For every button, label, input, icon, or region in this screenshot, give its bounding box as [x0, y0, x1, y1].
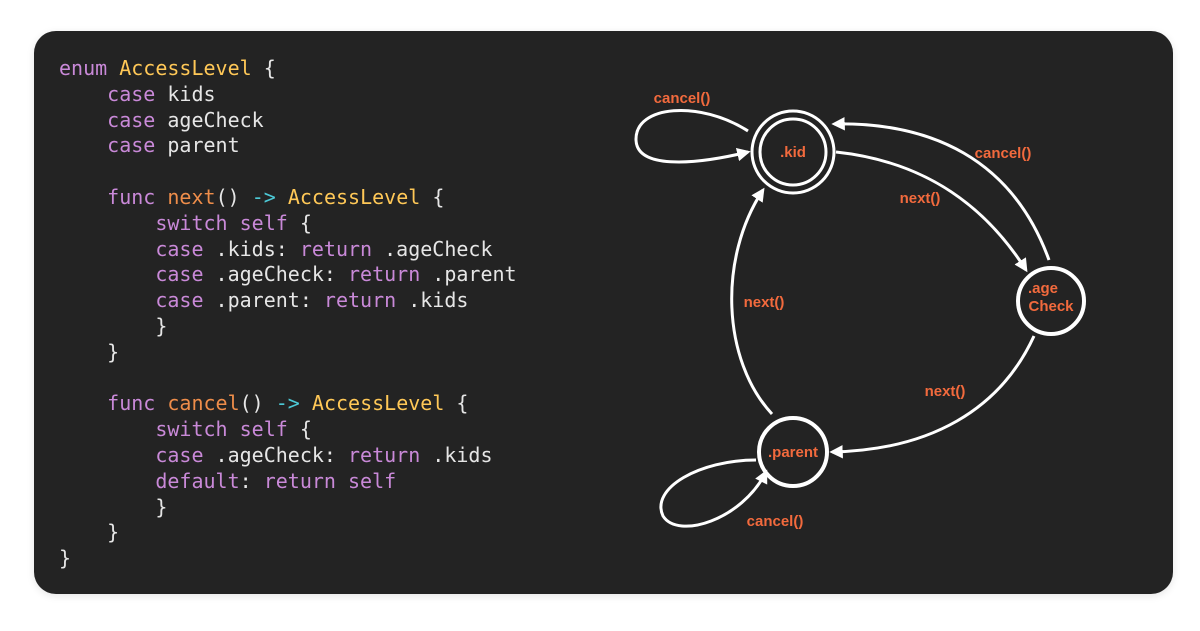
code-token: .kids	[420, 442, 493, 467]
code-token: return	[323, 288, 397, 313]
code-token: ->	[275, 391, 300, 416]
code-token: .ageCheck:	[203, 262, 348, 287]
code-token: case	[107, 133, 156, 158]
code-token: .parent	[420, 262, 517, 287]
code-line: case .kids: return .ageCheck	[59, 237, 517, 263]
code-token: switch self	[155, 417, 288, 442]
state-node-parent: .parent	[757, 416, 829, 488]
code-token: {	[287, 210, 312, 235]
code-line: enum AccessLevel {	[59, 56, 517, 82]
code-line: }	[59, 546, 517, 572]
code-token: default	[155, 468, 240, 493]
code-token: .ageCheck	[372, 236, 493, 261]
code-token: {	[444, 391, 469, 416]
code-token: AccessLevel	[311, 391, 445, 416]
edge-age-to-kid	[831, 117, 1051, 261]
code-token: AccessLevel	[119, 56, 252, 80]
code-line: case ageCheck	[59, 108, 517, 134]
code-line: }	[59, 520, 517, 546]
code-token: .kids:	[203, 236, 300, 261]
code-line: default: return self	[59, 469, 517, 495]
edge-kid-to-age	[835, 150, 1028, 273]
code-token: AccessLevel	[287, 184, 421, 209]
code-token: func	[107, 184, 156, 209]
code-token: .kids	[396, 288, 469, 313]
edge-age-to-parent	[829, 335, 1036, 459]
code-token: cancel	[167, 391, 240, 416]
code-token: next	[167, 184, 216, 209]
code-line: case .ageCheck: return .parent	[59, 262, 517, 288]
code-token: func	[107, 391, 156, 416]
code-token: ()	[215, 184, 252, 209]
code-token: return self	[263, 468, 397, 493]
code-line: case kids	[59, 82, 517, 108]
edge-parent-self-loop	[659, 458, 768, 528]
code-token: parent	[155, 133, 240, 158]
code-line: func cancel() -> AccessLevel {	[59, 391, 517, 417]
edge-label-kid-to-age-next: next()	[900, 190, 941, 207]
code-token: ()	[239, 391, 276, 416]
code-token: ageCheck	[155, 107, 264, 132]
code-token: ->	[251, 184, 276, 209]
code-token: }	[59, 546, 72, 571]
code-line: switch self {	[59, 417, 517, 443]
code-line: func next() -> AccessLevel {	[59, 185, 517, 211]
code-token: case	[155, 236, 204, 261]
code-token: enum	[59, 56, 120, 80]
code-line: case parent	[59, 133, 517, 159]
edge-label-parent-to-kid-next: next()	[744, 294, 785, 311]
edge-label-parent-self-cancel: cancel()	[747, 513, 804, 530]
code-token: }	[59, 494, 168, 519]
node-label-parent: .parent	[768, 444, 818, 461]
node-label-age: .age	[1028, 280, 1058, 297]
code-token: }	[59, 313, 168, 338]
code-token: return	[348, 442, 421, 467]
code-token: case	[155, 262, 204, 287]
code-token: {	[287, 417, 312, 442]
code-token: {	[420, 184, 445, 209]
code-token: {	[251, 56, 276, 80]
code-token: case	[155, 288, 204, 313]
edge-kid-self-loop	[634, 108, 751, 164]
code-token: switch self	[155, 210, 288, 235]
code-line: }	[59, 495, 517, 521]
code-token: }	[59, 339, 120, 364]
node-label-kid: .kid	[780, 144, 806, 161]
code-block: enum AccessLevel { case kids case ageChe…	[59, 56, 517, 572]
code-token: case	[107, 81, 156, 106]
code-line: }	[59, 340, 517, 366]
code-token: }	[59, 520, 120, 545]
code-line: case .parent: return .kids	[59, 288, 517, 314]
edge-label-kid-self-cancel: cancel()	[654, 90, 711, 107]
state-node-age-check: .age Check	[1016, 266, 1086, 336]
code-token: .ageCheck:	[203, 442, 348, 467]
edge-label-age-to-kid-cancel: cancel()	[975, 145, 1032, 162]
state-node-kid: .kid	[750, 109, 836, 195]
code-token: :	[239, 468, 264, 493]
code-token: case	[155, 442, 204, 467]
code-line: switch self {	[59, 211, 517, 237]
code-line: case .ageCheck: return .kids	[59, 443, 517, 469]
code-token: return	[299, 236, 373, 261]
code-token: case	[107, 107, 156, 132]
code-token: return	[348, 262, 421, 287]
edge-parent-to-kid	[730, 187, 774, 416]
code-token: .parent:	[203, 288, 324, 313]
code-card: enum AccessLevel { case kids case ageChe…	[34, 31, 1173, 594]
edge-label-age-to-parent-next: next()	[925, 383, 966, 400]
code-line: }	[59, 314, 517, 340]
code-token: kids	[155, 81, 216, 106]
node-label-check: Check	[1028, 298, 1074, 315]
